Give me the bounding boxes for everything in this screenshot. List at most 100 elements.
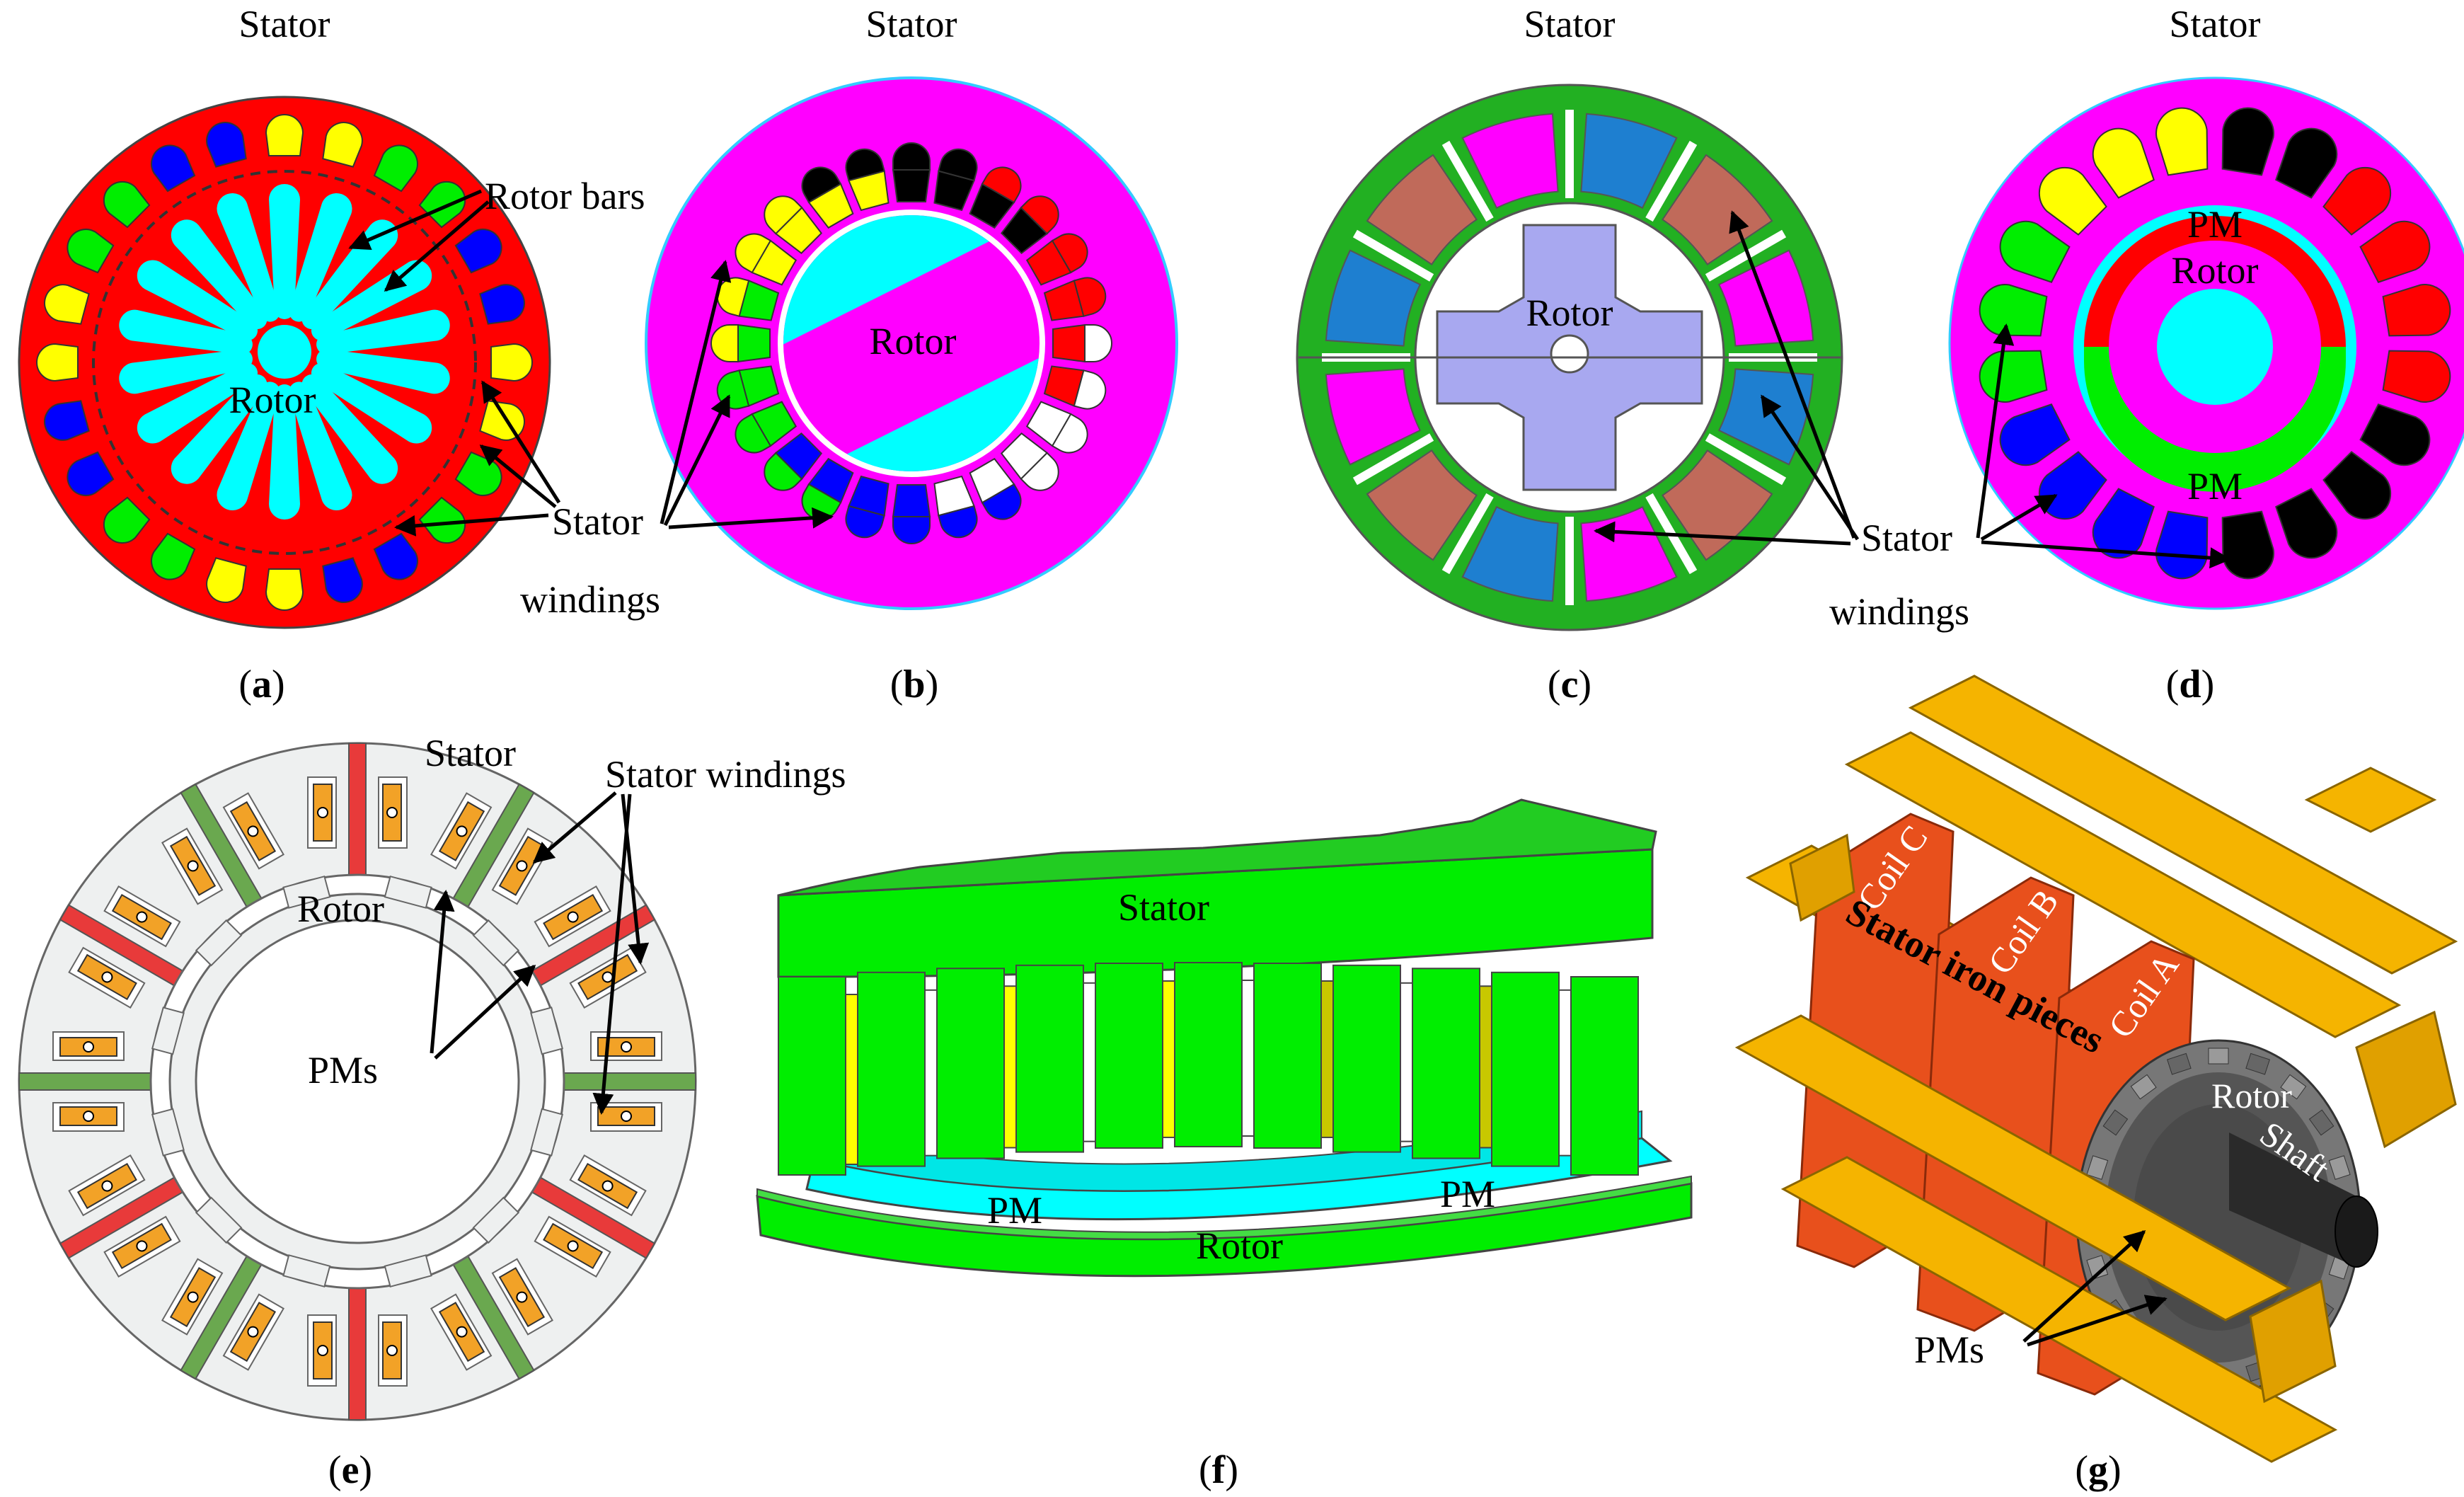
label-rotor-d: Rotor (2171, 249, 2258, 292)
label-stator-f: Stator (1118, 886, 1209, 929)
label-stator-windings-c-2: windings (1829, 590, 1969, 633)
arrow-pms-e-1 (430, 890, 455, 1054)
stator-slot (373, 144, 418, 193)
rotor-tooth (195, 919, 243, 967)
pm (2086, 1155, 2109, 1180)
stator-slot (1000, 195, 1059, 255)
stator-coil (1366, 154, 1478, 265)
pm (2130, 1074, 2157, 1100)
label-rotor-b: Rotor (869, 320, 956, 362)
stator-coil (1325, 368, 1422, 466)
stator-slot (265, 114, 304, 156)
stator-teeth-f (778, 962, 1639, 1176)
stator-slot (1043, 365, 1107, 410)
stator-slot (2359, 220, 2431, 283)
label-rotor-e: Rotor (297, 888, 384, 930)
stator-slot (44, 400, 90, 441)
label-rotor-g: Rotor (2211, 1076, 2292, 1115)
stator-slot (2275, 127, 2338, 199)
stator-tooth (1412, 968, 1480, 1159)
label-stator-windings-a-2: windings (520, 578, 660, 621)
stator-slot (892, 142, 931, 202)
rotor-tooth (195, 1196, 243, 1244)
stator-slot (716, 277, 780, 321)
stator-tooth (857, 971, 926, 1167)
stator-slots-b (710, 142, 1112, 544)
stator-slot (892, 484, 931, 544)
caption-c: (c) (1548, 663, 1591, 706)
pm (2167, 1053, 2192, 1075)
stator-teeth-e (18, 742, 696, 1421)
label-stator-windings-e: Stator windings (605, 753, 846, 796)
pm (2245, 1053, 2270, 1075)
arrow-windings-e-3 (592, 793, 632, 1115)
stator-slot (845, 148, 890, 212)
stator-slot (322, 122, 363, 168)
stator-slot (845, 475, 890, 539)
arrow-windings-d-2 (1980, 493, 2058, 541)
stator-slot (1000, 432, 1059, 491)
caption-b: (b) (890, 663, 938, 706)
rotor-bar (311, 363, 432, 444)
label-stator-windings-c-1: Stator (1861, 517, 1952, 559)
label-stator-e: Stator (425, 732, 516, 774)
rotor-tooth (384, 1254, 432, 1288)
label-rotor-a: Rotor (229, 379, 316, 421)
stator-slot (735, 233, 798, 286)
pm (2328, 1155, 2351, 1180)
rotor-bar (171, 219, 267, 330)
pm (2208, 1048, 2229, 1065)
stator-slot (2038, 166, 2107, 236)
arrow-windings-c-2 (1760, 394, 1860, 541)
pm (2280, 1074, 2307, 1100)
stator-slot (764, 432, 823, 491)
rotor-tooth (472, 919, 520, 967)
stator-tooth (1095, 962, 1163, 1149)
stator-coil (1461, 505, 1559, 602)
stator-slot (67, 229, 115, 274)
label-stator-b: Stator (866, 3, 957, 45)
rotor-bar (301, 374, 398, 484)
pm (2308, 1109, 2335, 1136)
stator-tooth (1174, 962, 1243, 1147)
stator-tooth (1015, 964, 1084, 1153)
panel-c: Stator Rotor Stator windings (c) (1296, 3, 1969, 706)
stator-slot (479, 284, 525, 325)
arrow-pms-g-2 (2027, 1295, 2167, 1347)
stator-slot (2359, 403, 2431, 466)
rotor-tooth (530, 1108, 564, 1157)
pm (2102, 1109, 2129, 1136)
stator-iron-bar (1734, 1014, 2292, 1321)
label-stator-windings-a-1: Stator (552, 500, 643, 543)
stator-slot (2382, 284, 2451, 337)
stator-slot (418, 496, 466, 544)
stator-slot (2382, 350, 2451, 403)
rotor-bar (269, 384, 300, 520)
stator-tooth (1570, 976, 1639, 1176)
label-pm-bottom-d: PM (2187, 465, 2243, 507)
stator-slot (969, 166, 1022, 229)
rotor-bar (316, 349, 450, 394)
stator-slot (735, 401, 798, 454)
arrow-windings-e-1 (532, 791, 617, 864)
rotor-tooth (384, 875, 432, 909)
arrow-windings-c-3 (1594, 521, 1851, 546)
stator-tooth (161, 783, 284, 910)
arrow-windings-d-1 (1976, 323, 2015, 539)
stator-tooth (307, 742, 408, 878)
panel-b: Stator Rotor (b) (645, 3, 1178, 706)
stator-slots-a (36, 114, 533, 611)
stator-coil (1461, 113, 1559, 210)
rotor-tooth (282, 875, 331, 909)
rotor-bar (137, 363, 258, 444)
label-pm-top-d: PM (2187, 203, 2243, 246)
label-stator-a: Stator (239, 3, 330, 45)
stator-slot (103, 180, 151, 229)
pm (2086, 1255, 2109, 1280)
panel-d: Stator PM Rotor PM (d) (1948, 3, 2464, 706)
stator-coil (1366, 449, 1478, 561)
caption-f: (f) (1199, 1448, 1238, 1492)
arrow-windings-d-3 (1981, 540, 2231, 569)
panel-e: Stator Stator windings Rotor PMs (e) (18, 732, 846, 1492)
rotor-bar (301, 219, 398, 330)
